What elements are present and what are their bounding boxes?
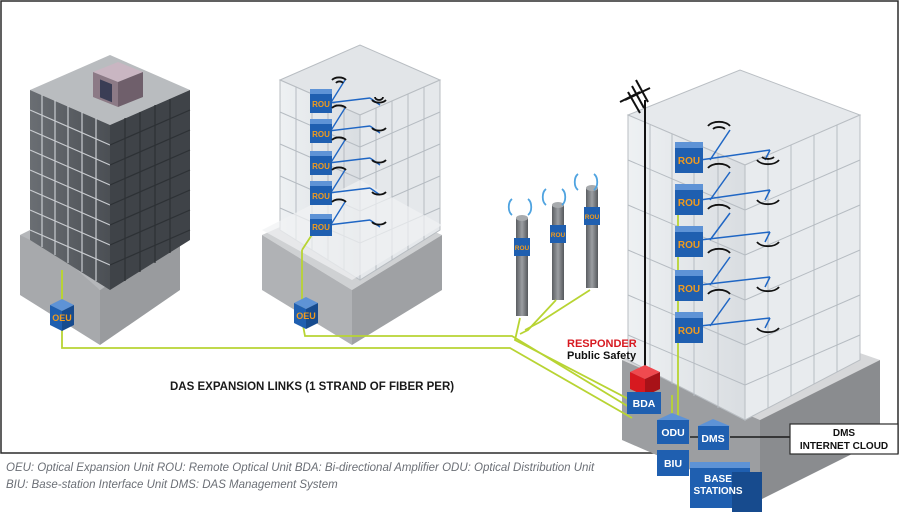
rou-group-right: ROU ROU ROU ROU ROU	[675, 142, 703, 343]
rou-label: ROU	[312, 192, 330, 201]
base-stations: BASE STATIONS	[690, 462, 762, 512]
dms-device: DMS	[698, 419, 730, 450]
oeu-device-left: OEU	[50, 299, 74, 331]
oeu-device-middle: OEU	[294, 297, 318, 329]
base-stations-label-line2: STATIONS	[693, 486, 742, 497]
rou-label: ROU	[515, 245, 530, 252]
responder-label: RESPONDER	[567, 338, 637, 350]
rou-label: ROU	[312, 223, 330, 232]
rou-device: ROU	[675, 270, 703, 301]
antenna-mast-icon	[619, 79, 651, 370]
base-stations-label-line1: BASE	[704, 474, 732, 485]
left-building	[20, 55, 191, 345]
rou-label: ROU	[678, 156, 700, 167]
rou-device: ROU	[310, 151, 332, 175]
biu-label: BIU	[664, 458, 682, 470]
bda-device: BDA	[627, 365, 661, 414]
rou-label: ROU	[312, 162, 330, 171]
biu-device: BIU	[657, 450, 689, 476]
rou-device: ROU	[675, 312, 703, 343]
bda-label: BDA	[633, 398, 656, 410]
public-safety-label: Public Safety	[567, 350, 637, 362]
rou-device: ROU	[584, 207, 600, 225]
rou-label: ROU	[678, 198, 700, 209]
dms-label: DMS	[701, 433, 724, 445]
odu-device: ODU	[657, 413, 690, 444]
rou-group-poles: ROU ROU ROU	[514, 207, 600, 256]
legend-line-1: OEU: Optical Expansion Unit ROU: Remote …	[6, 462, 595, 474]
rou-label: ROU	[312, 100, 330, 109]
rou-device: ROU	[310, 214, 332, 236]
rou-label: ROU	[678, 240, 700, 251]
rou-group-middle: ROU ROU ROU ROU ROU	[310, 89, 332, 236]
das-links-label: DAS EXPANSION LINKS (1 STRAND OF FIBER P…	[170, 381, 454, 393]
oeu-label-middle: OEU	[296, 311, 316, 321]
rou-device: ROU	[310, 181, 332, 205]
rou-device: ROU	[675, 142, 703, 173]
legend-line-2: BIU: Base-station Interface Unit DMS: DA…	[6, 479, 338, 491]
odu-label: ODU	[661, 427, 684, 439]
rou-label: ROU	[312, 130, 330, 139]
dms-cloud-label-line1: DMS	[833, 428, 856, 439]
rou-label: ROU	[551, 232, 566, 239]
rou-device: ROU	[675, 184, 703, 215]
rou-label: ROU	[585, 214, 600, 221]
dms-internet-cloud: DMS INTERNET CLOUD	[789, 423, 899, 455]
rou-label: ROU	[678, 326, 700, 337]
rou-device: ROU	[675, 226, 703, 257]
wifi-signal-icon	[331, 76, 780, 334]
middle-building	[262, 44, 442, 345]
diagram-frame	[0, 0, 899, 454]
rou-device: ROU	[310, 89, 332, 113]
rou-device: ROU	[514, 238, 530, 256]
rou-device: ROU	[310, 119, 332, 143]
oeu-label-left: OEU	[52, 313, 72, 323]
rou-device: ROU	[550, 225, 566, 243]
dms-cloud-label-line2: INTERNET CLOUD	[800, 441, 888, 452]
rou-label: ROU	[678, 284, 700, 295]
